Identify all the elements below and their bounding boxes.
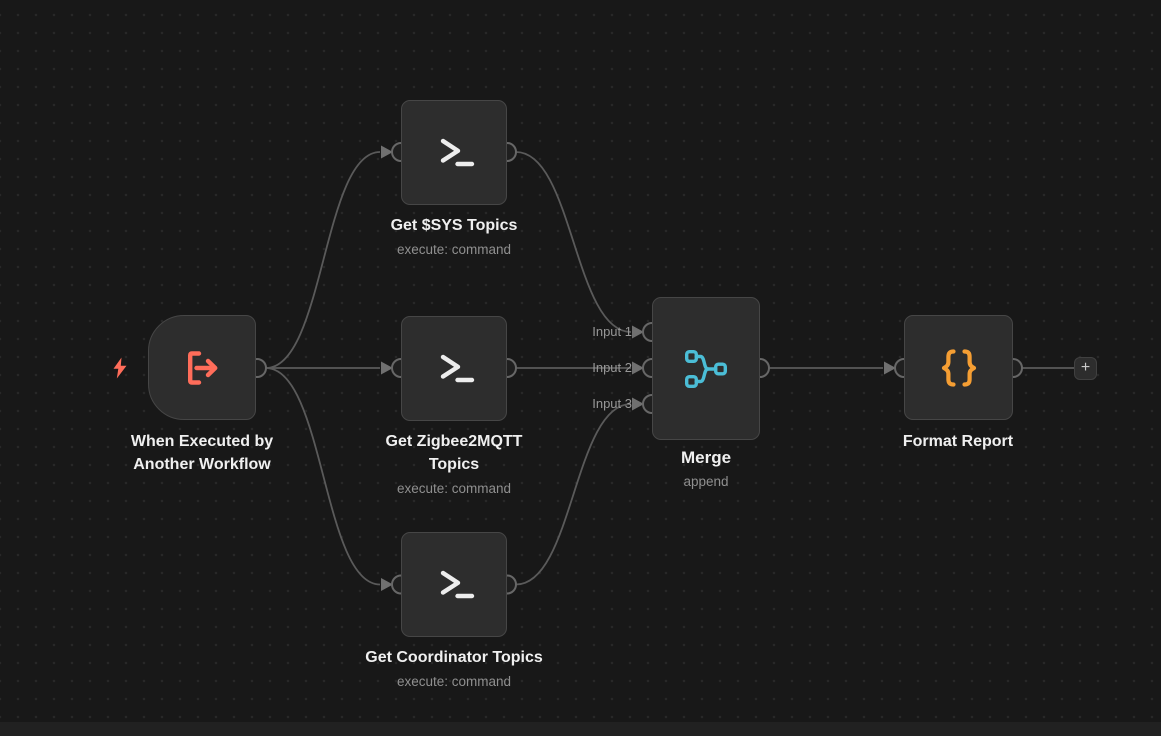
- merge-input3-label: Input 3: [592, 396, 632, 411]
- node-title-merge: Merge append: [681, 446, 731, 490]
- node-title-get-coordinator: Get Coordinator Topics execute: command: [365, 646, 542, 690]
- canvas-bottom-edge: [0, 722, 1161, 736]
- merge-input2-label: Input 2: [592, 360, 632, 375]
- connection-get-coordinator-to-merge-input3[interactable]: [515, 403, 632, 586]
- add-node-button[interactable]: +: [1074, 357, 1097, 380]
- arrowhead-icon: [381, 578, 393, 591]
- node-subtitle: execute: command: [396, 481, 512, 496]
- node-subtitle: execute: command: [396, 674, 512, 689]
- node-title-line: When Executed by: [130, 433, 274, 450]
- arrowhead-icon: [632, 361, 644, 375]
- arrowhead-icon: [632, 325, 644, 339]
- merge-branches-icon: [685, 349, 728, 388]
- connection-trigger-to-get-sys[interactable]: [265, 151, 381, 369]
- arrowhead-icon: [381, 145, 393, 159]
- arrowhead-icon: [381, 361, 393, 375]
- terminal-prompt-icon: [440, 354, 475, 382]
- lightning-bolt-shape: [113, 357, 127, 379]
- node-title-line: Format Report: [902, 433, 1014, 450]
- node-subtitle: execute: command: [396, 242, 512, 257]
- arrowhead-icon: [632, 397, 644, 411]
- node-title-line: Get $SYS Topics: [390, 217, 518, 234]
- curly-braces-icon: [941, 348, 976, 387]
- plus-icon: +: [1080, 359, 1091, 376]
- terminal-prompt-icon: [440, 570, 475, 598]
- node-title-get-zigbee: Get Zigbee2MQTT Topics execute: command: [386, 430, 523, 497]
- node-format-report[interactable]: [904, 315, 1013, 420]
- node-title-trigger: When Executed by Another Workflow: [131, 430, 273, 476]
- node-when-executed-by-another-workflow[interactable]: [148, 315, 256, 420]
- node-get-coordinator-topics[interactable]: [401, 532, 507, 637]
- node-title-format-report: Format Report: [903, 430, 1013, 453]
- node-title-line: Get Zigbee2MQTT: [385, 433, 523, 450]
- node-title-line: Merge: [680, 448, 732, 467]
- connection-get-sys-to-merge-input1[interactable]: [515, 151, 632, 333]
- node-get-zigbee2mqtt-topics[interactable]: [401, 316, 507, 421]
- node-title-get-sys: Get $SYS Topics execute: command: [391, 214, 518, 258]
- lightning-bolt-icon: [113, 357, 127, 379]
- arrowhead-icon: [884, 361, 896, 375]
- workflow-export-arrow-icon: [188, 350, 218, 385]
- node-title-line: Topics: [428, 456, 480, 473]
- node-get-sys-topics[interactable]: [401, 100, 507, 205]
- merge-input1-label: Input 1: [592, 324, 632, 339]
- terminal-prompt-icon: [440, 138, 475, 166]
- connection-trigger-to-get-coordinator[interactable]: [265, 367, 381, 586]
- node-title-line: Get Coordinator Topics: [365, 649, 543, 666]
- node-merge[interactable]: [652, 297, 760, 440]
- node-title-line: Another Workflow: [133, 456, 271, 473]
- node-subtitle: append: [683, 474, 729, 489]
